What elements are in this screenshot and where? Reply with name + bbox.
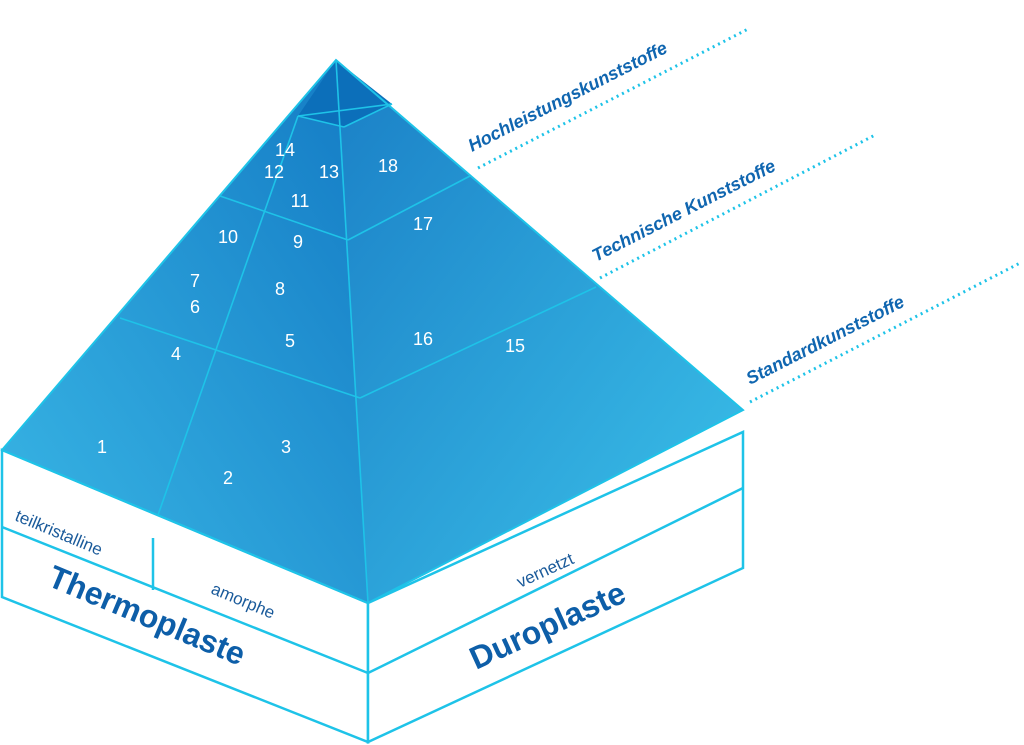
region-5: 5: [285, 331, 295, 351]
tier-label-top: Hochleistungskunststoffe: [465, 38, 671, 156]
region-dividers: [1, 59, 597, 604]
region-4: 4: [171, 344, 181, 364]
region-8: 8: [275, 279, 285, 299]
region-15: 15: [505, 336, 525, 356]
region-3: 3: [281, 437, 291, 457]
tier-label-bottom: Standardkunststoffe: [743, 291, 908, 388]
region-12: 12: [264, 162, 284, 182]
tier-guides: [477, 26, 1023, 404]
region-18: 18: [378, 156, 398, 176]
base-right-face: [366, 430, 745, 744]
region-2: 2: [223, 468, 233, 488]
base-right-divider: [367, 486, 744, 675]
region-numbers: 1 2 3 4 5 6 7 8 9 10 11 12 13 14 15 16 1…: [97, 140, 525, 488]
pyramid: [0, 58, 745, 605]
region-13: 13: [319, 162, 339, 182]
region-17: 17: [413, 214, 433, 234]
tier-label-middle: Technische Kunststoffe: [589, 156, 779, 266]
pyramid-base: [0, 430, 745, 744]
region-6: 6: [190, 297, 200, 317]
pyramid-apex-cap: [298, 60, 392, 127]
region-7: 7: [190, 271, 200, 291]
region-11: 11: [291, 191, 310, 211]
tier-guide-middle: [599, 133, 876, 280]
tier-guide-top: [477, 26, 751, 170]
region-9: 9: [293, 232, 303, 252]
region-1: 1: [97, 437, 107, 457]
region-10: 10: [218, 227, 238, 247]
region-16: 16: [413, 329, 433, 349]
region-14: 14: [275, 140, 295, 160]
pyramid-left-face: [2, 60, 368, 603]
tier-guide-bottom: [749, 260, 1023, 404]
pyramid-right-face: [336, 60, 743, 603]
base-left-divider: [1, 525, 369, 675]
